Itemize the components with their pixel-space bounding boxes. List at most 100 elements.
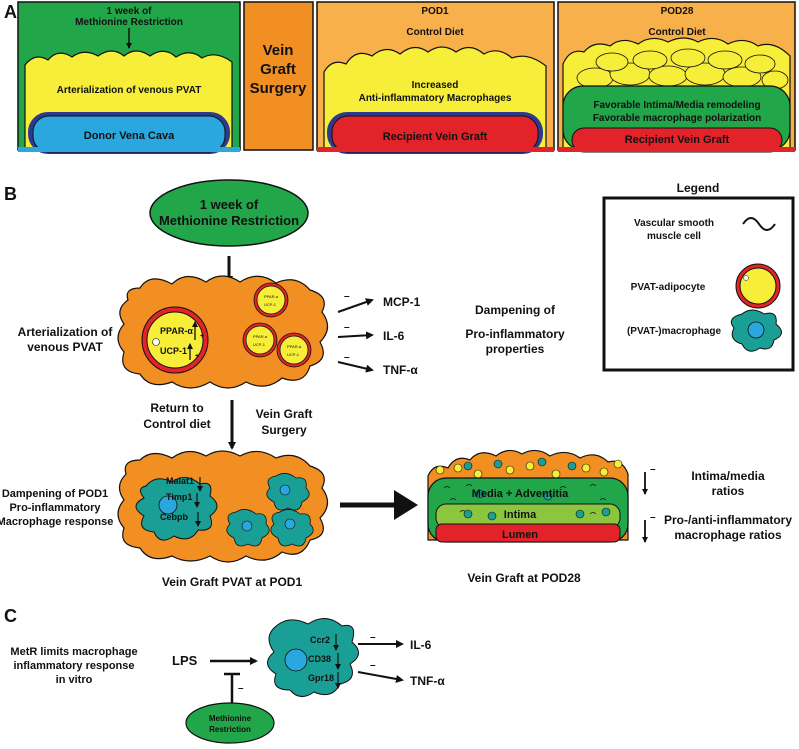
pod1-header: POD1: [421, 6, 449, 17]
vein-graft-pod28: Media + Adventitia Intima Lumen: [427, 449, 629, 543]
vein-graft-surgery-line1: Vein Graft: [256, 407, 313, 421]
metr-ellipse: 1 week of Methionine Restriction: [149, 179, 309, 247]
small-ucp: UCP-1: [287, 352, 300, 357]
minus-tnf: –: [344, 352, 350, 363]
surgery-l3: Surgery: [250, 80, 307, 97]
minus-c-tnf: –: [370, 660, 376, 671]
pod28-header: POD28: [661, 6, 694, 17]
pro-anti-line1: Pro-/anti-inflammatory: [664, 513, 792, 527]
c-il6-label: IL-6: [410, 638, 432, 652]
mcp1-label: MCP-1: [383, 295, 421, 309]
vein-graft-surgery-line2: Surgery: [261, 423, 307, 437]
pod1-vessel: Recipient Vein Graft: [383, 131, 488, 143]
dampening-pod1-line1: Dampening of POD1: [2, 488, 108, 500]
cebpb-label: Cebpb: [160, 512, 189, 522]
pro-anti-line2: macrophage ratios: [674, 528, 782, 542]
arrow-tnf: [337, 361, 374, 373]
panel-a-box-pod1: POD1 Control Diet Increased Anti-inflamm…: [316, 1, 555, 154]
box1-top1: 1 week of: [106, 6, 152, 17]
minus-mcp1: –: [344, 291, 350, 302]
panel-a-letter: A: [4, 2, 17, 22]
c-mr-line1: Methionine: [209, 714, 252, 723]
metr-line1: 1 week of: [200, 197, 259, 212]
vsmc-icon: [742, 217, 776, 231]
gpr18-label: Gpr18: [308, 673, 334, 683]
dampening-pod1-line3: Macrophage response: [0, 516, 113, 528]
minus-pa: –: [650, 512, 656, 523]
pod28-rem2: Favorable macrophage polarization: [593, 113, 761, 124]
c-tnf-label: TNF-α: [410, 674, 445, 688]
return-line1: Return to: [150, 401, 203, 415]
pod1-mac1: Increased: [412, 80, 459, 91]
legend-title: Legend: [677, 181, 720, 195]
small-ppar: PPAR-α: [253, 334, 268, 339]
arrow-c-tnf: [357, 671, 404, 683]
minus-c-il6: –: [370, 632, 376, 643]
adipocyte-dots: [435, 459, 623, 479]
metr-limits-line3: in vitro: [56, 674, 93, 686]
panel-a-box-pod28: POD28 Control Diet Favorable Intima/Medi…: [557, 1, 796, 153]
arrow-pod1-to-pod28-head: [394, 490, 418, 520]
legend-adipocyte: PVAT-adipocyte: [631, 282, 706, 293]
small-ppar: PPAR-α: [264, 294, 279, 299]
small-ucp: UCP-1: [264, 302, 277, 307]
pod28-rem1: Favorable Intima/Media remodeling: [593, 100, 760, 111]
dampening-pod1-line2: Pro-inflammatory: [9, 502, 101, 514]
plus-sign: +: [200, 333, 204, 340]
surgery-l2: Graft: [260, 61, 296, 78]
plus-sign: +: [195, 353, 199, 360]
cd38-label: CD38: [308, 654, 331, 664]
lps-label: LPS: [172, 653, 198, 668]
metr-ellipse-c: [185, 702, 275, 744]
panel-b-letter: B: [4, 184, 17, 204]
malat1-label: Malat1: [166, 476, 194, 486]
box1-vessel: Donor Vena Cava: [84, 130, 175, 142]
intima-label: Intima: [504, 509, 537, 521]
small-ppar: PPAR-α: [287, 344, 302, 349]
vein-graft-pod28-caption: Vein Graft at POD28: [467, 571, 581, 585]
adipocyte-cluster: [576, 48, 789, 90]
intima-media-line1: Intima/media: [691, 469, 765, 483]
c-mr-line2: Restriction: [209, 725, 251, 734]
arterialization-line2: venous PVAT: [27, 340, 103, 354]
media-adventitia-label: Media + Adventitia: [472, 488, 569, 500]
surgery-l1: Vein: [263, 42, 294, 59]
intima-media-line2: ratios: [712, 484, 745, 498]
minus-inhibit: –: [238, 683, 244, 694]
pvat-pod1: Malat1 Timp1 Cebpb: [117, 450, 329, 563]
pod1-mac2: Anti-inflammatory Macrophages: [359, 93, 512, 104]
legend-box: Legend Vascular smooth muscle cell PVAT-…: [602, 181, 795, 372]
vsmc-squiggles: [443, 484, 607, 515]
ucp-label: UCP-1: [160, 346, 187, 356]
dampening-line1: Dampening of: [475, 303, 556, 317]
minus-im: –: [650, 464, 656, 475]
panel-c-letter: C: [4, 606, 17, 626]
pod28-vessel: Recipient Vein Graft: [625, 134, 730, 146]
tnf-label: TNF-α: [383, 363, 418, 377]
legend-vsmc-line1: Vascular smooth: [634, 218, 714, 229]
minus-il6: –: [344, 322, 350, 333]
il6-label: IL-6: [383, 329, 405, 343]
box1-top2: Methionine Restriction: [75, 17, 183, 28]
small-ucp: UCP-1: [253, 342, 266, 347]
pod28-diet: Control Diet: [648, 27, 706, 38]
pvat-pod1-caption: Vein Graft PVAT at POD1: [162, 575, 303, 589]
panel-a-box-donor: 1 week of Methionine Restriction Arteria…: [17, 1, 241, 154]
pod1-diet: Control Diet: [406, 27, 464, 38]
dampening-line3: properties: [486, 342, 545, 356]
ppar-label: PPAR-α: [160, 326, 193, 336]
metr-line2: Methionine Restriction: [159, 213, 299, 228]
legend-macrophage: (PVAT-)macrophage: [627, 326, 722, 337]
dampening-line2: Pro-inflammatory: [465, 327, 565, 341]
legend-vsmc-line2: muscle cell: [647, 231, 701, 242]
macrophage-dots: [463, 457, 577, 471]
arterialization-line1: Arterialization of: [18, 325, 114, 339]
timp1-label: Timp1: [166, 492, 192, 502]
metr-limits-line1: MetR limits macrophage: [10, 646, 137, 658]
media-macrophages: [463, 489, 611, 521]
ccr2-label: Ccr2: [310, 635, 330, 645]
box1-pvat: Arterialization of venous PVAT: [57, 85, 202, 96]
lumen-label: Lumen: [502, 529, 538, 541]
return-line2: Control diet: [143, 417, 210, 431]
